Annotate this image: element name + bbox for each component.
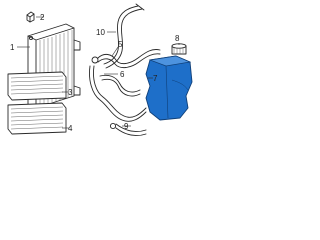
callout-4: 4 — [68, 124, 73, 133]
leader-lines — [17, 16, 180, 129]
callout-5: 5 — [118, 40, 123, 49]
lower-coolant-hose — [89, 65, 147, 122]
expansion-tank-cap — [171, 43, 187, 55]
callout-7: 7 — [153, 74, 158, 83]
mounting-bracket — [26, 11, 35, 23]
coolant-expansion-tank — [145, 55, 193, 121]
callout-6: 6 — [120, 70, 125, 79]
bleed-hose — [109, 122, 147, 137]
lower-air-shutter — [7, 102, 67, 135]
callout-labels: 1 2 3 4 5 6 7 8 9 10 — [10, 13, 180, 133]
upper-air-shutter — [7, 71, 67, 101]
callout-1: 1 — [10, 43, 15, 52]
callout-3: 3 — [68, 88, 73, 97]
cooling-system-parts-diagram: 1 2 3 4 5 6 7 8 9 10 — [7, 3, 193, 137]
hose-pipe-5 — [91, 49, 161, 69]
upper-coolant-hose — [103, 3, 145, 69]
callout-9: 9 — [124, 122, 129, 131]
callout-2: 2 — [40, 13, 45, 22]
callout-10: 10 — [96, 28, 105, 37]
callout-8: 8 — [175, 34, 180, 43]
